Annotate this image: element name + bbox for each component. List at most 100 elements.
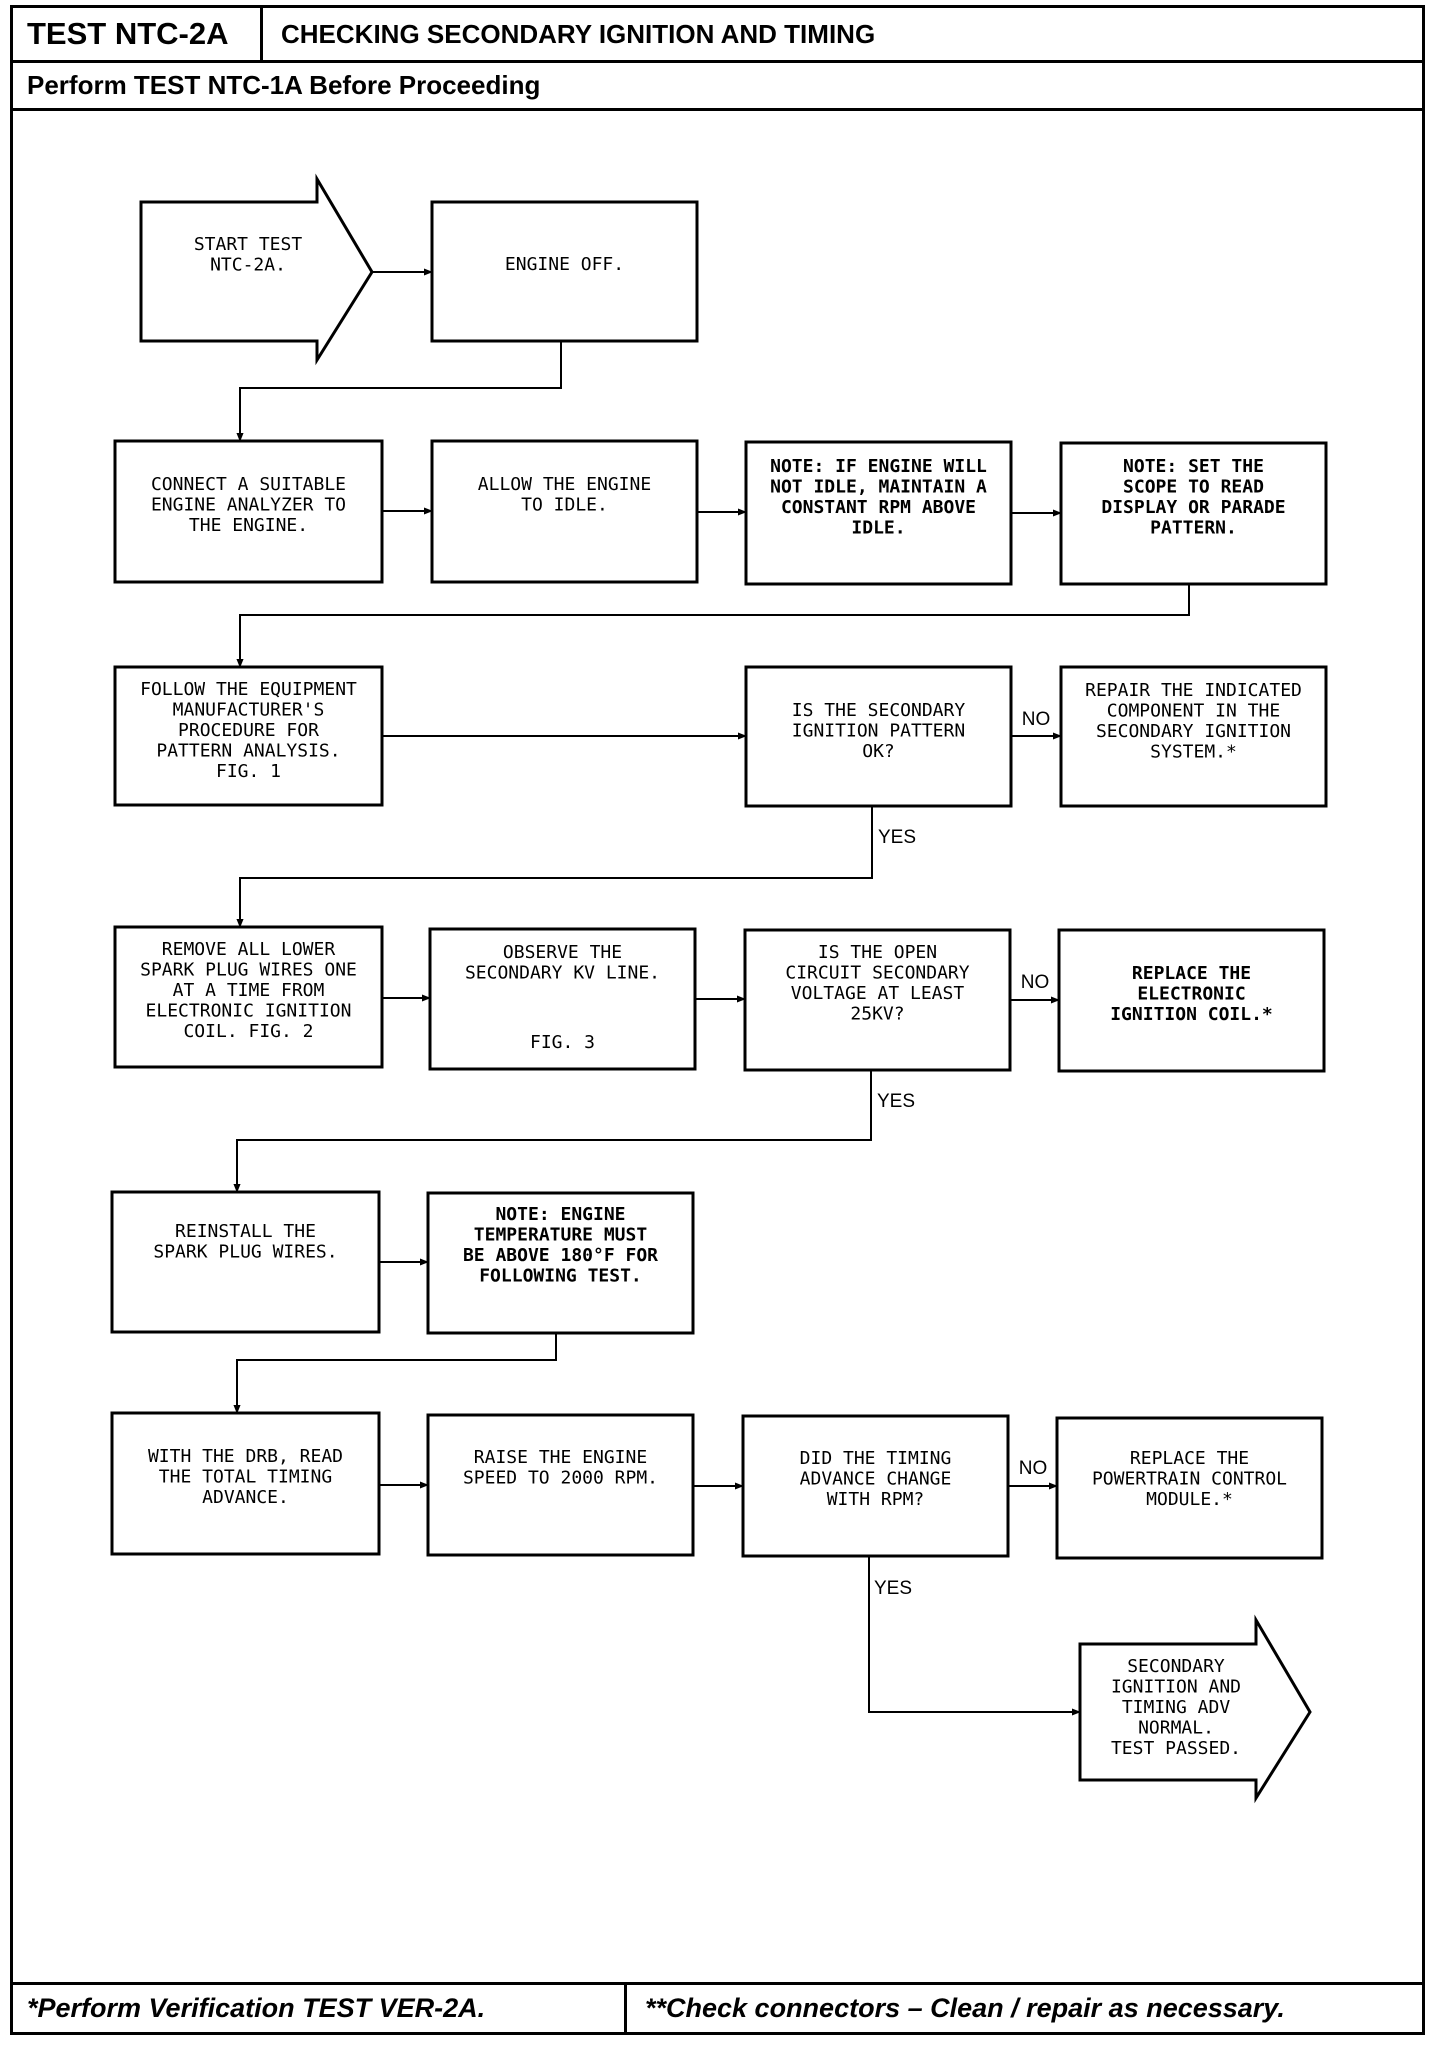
end-arrow-shape (1078, 1614, 1312, 1804)
connect-analyzer-box-text: THE ENGINE. (189, 515, 308, 536)
question-voltage-box-text: VOLTAGE AT LEAST (791, 983, 965, 1004)
note-temp-box-text: BE ABOVE 180°F FOR (463, 1245, 658, 1266)
end-arrow-shape-text: NORMAL. (1138, 1718, 1214, 1739)
note-idle-box-text: NOTE: IF ENGINE WILL (770, 456, 987, 477)
connect-analyzer-box (113, 439, 384, 584)
footnote-verification: *Perform Verification TEST VER-2A. (13, 1985, 627, 2032)
page-title: CHECKING SECONDARY IGNITION AND TIMING (281, 19, 876, 49)
connect-analyzer-box-text: ENGINE ANALYZER TO (151, 495, 346, 516)
engine-off-box-text: ENGINE OFF. (505, 254, 624, 275)
remove-wires-box-text: AT A TIME FROM (173, 980, 325, 1001)
question-voltage-box (743, 928, 1012, 1072)
connector-pattern-q-yes (236, 806, 873, 928)
repair-component-box-text: REPAIR THE INDICATED (1085, 680, 1302, 701)
replace-coil-box (1057, 928, 1326, 1073)
label-yes-voltage: YES (877, 1091, 915, 1112)
connector-voltage-q-yes (233, 1070, 872, 1193)
question-voltage-box-text: CIRCUIT SECONDARY (785, 963, 969, 984)
allow-idle-box-text: ALLOW THE ENGINE (478, 474, 651, 495)
label-no-pattern: NO (1022, 709, 1051, 730)
question-timing-change-box-text: WITH RPM? (827, 1489, 925, 1510)
prerequisite-note: Perform TEST NTC-1A Before Proceeding (13, 63, 1422, 111)
observe-kv-box (428, 927, 697, 1071)
end-arrow-shape-text: TIMING ADV (1122, 1697, 1231, 1718)
reinstall-wires-box-text: REINSTALL THE (175, 1221, 316, 1242)
repair-component-box-text: SECONDARY IGNITION (1096, 721, 1291, 742)
follow-procedure-box-text: PATTERN ANALYSIS. (156, 741, 340, 762)
repair-component-box (1059, 665, 1328, 808)
replace-pcm-box-text: MODULE.* (1146, 1489, 1233, 1510)
observe-kv-fig-text: FIG. 3 (530, 1032, 595, 1053)
note-temp-box (426, 1191, 695, 1335)
connector-lines (233, 268, 1190, 1716)
observe-kv-box-text: OBSERVE THE (503, 942, 622, 963)
follow-procedure-box (113, 665, 384, 807)
note-scope-box-text: NOTE: SET THE (1123, 456, 1264, 477)
replace-pcm-box-text: POWERTRAIN CONTROL (1092, 1469, 1287, 1490)
question-timing-change-box-text: DID THE TIMING (800, 1448, 952, 1469)
connect-analyzer-box-text: CONNECT A SUITABLE (151, 474, 346, 495)
allow-idle-box-text: TO IDLE. (521, 495, 608, 516)
note-temp-box-text: FOLLOWING TEST. (479, 1266, 642, 1287)
note-temp-box-text: TEMPERATURE MUST (474, 1225, 648, 1246)
note-idle-box-text: IDLE. (851, 518, 905, 539)
raise-speed-box-text: RAISE THE ENGINE (474, 1447, 647, 1468)
label-yes-pattern: YES (878, 827, 916, 848)
header-bar: TEST NTC-2A CHECKING SECONDARY IGNITION … (13, 8, 1422, 63)
note-scope-box (1059, 441, 1328, 586)
end-arrow-shape-text: TEST PASSED. (1111, 1738, 1241, 1759)
connector-timing-q-yes (868, 1556, 1081, 1716)
repair-component-box-text: SYSTEM.* (1150, 742, 1237, 763)
remove-wires-box-text: COIL. FIG. 2 (183, 1021, 313, 1042)
page-frame: TEST NTC-2A CHECKING SECONDARY IGNITION … (10, 5, 1425, 2035)
question-timing-change-box (741, 1414, 1010, 1558)
connector-note-temp-to-read (233, 1333, 557, 1414)
reinstall-wires-box-text: SPARK PLUG WIRES. (153, 1242, 337, 1263)
allow-idle-box (430, 439, 699, 584)
remove-wires-box (113, 925, 384, 1069)
replace-pcm-box-text: REPLACE THE (1130, 1448, 1249, 1469)
read-timing-box-text: ADVANCE. (202, 1487, 289, 1508)
remove-wires-box-text: ELECTRONIC IGNITION (146, 1001, 352, 1022)
note-scope-box-text: PATTERN. (1150, 518, 1237, 539)
replace-pcm-box (1055, 1416, 1324, 1560)
footnote-connectors: **Check connectors – Clean / repair as n… (645, 1993, 1285, 2023)
follow-procedure-box-text: MANUFACTURER'S (173, 700, 325, 721)
question-voltage-box-text: 25KV? (850, 1004, 904, 1025)
follow-procedure-box-text: FIG. 1 (216, 761, 281, 782)
question-timing-change-box-text: ADVANCE CHANGE (800, 1469, 952, 1490)
question-pattern-ok-box-text: OK? (862, 741, 895, 762)
test-id: TEST NTC-2A (13, 8, 263, 60)
start-arrow-shape-text: START TEST (194, 234, 303, 255)
engine-off-box (430, 200, 699, 343)
start-arrow-shape-text: NTC-2A. (210, 255, 286, 276)
read-timing-box-text: THE TOTAL TIMING (159, 1467, 332, 1488)
label-no-voltage: NO (1021, 972, 1050, 993)
raise-speed-box-text: SPEED TO 2000 RPM. (463, 1468, 658, 1489)
observe-kv-box-text: SECONDARY KV LINE. (465, 963, 660, 984)
read-timing-box-text: WITH THE DRB, READ (148, 1446, 343, 1467)
replace-coil-box-text: ELECTRONIC (1137, 984, 1245, 1005)
remove-wires-box-text: REMOVE ALL LOWER (162, 939, 336, 960)
end-arrow-shape-text: IGNITION AND (1111, 1677, 1241, 1698)
question-voltage-box-text: IS THE OPEN (818, 942, 937, 963)
replace-coil-box-text: IGNITION COIL.* (1110, 1004, 1273, 1025)
connector-note-scope-to-follow (236, 584, 1190, 668)
note-idle-box (744, 440, 1013, 586)
note-temp-box-text: NOTE: ENGINE (495, 1204, 625, 1225)
note-idle-box-text: NOT IDLE, MAINTAIN A (770, 477, 987, 498)
footer-bar: *Perform Verification TEST VER-2A. **Che… (13, 1982, 1422, 2032)
end-arrow-shape-text: SECONDARY (1127, 1656, 1225, 1677)
follow-procedure-box-text: PROCEDURE FOR (178, 720, 319, 741)
question-pattern-ok-box-text: IGNITION PATTERN (792, 721, 965, 742)
label-no-timing: NO (1019, 1458, 1048, 1479)
replace-coil-box-text: REPLACE THE (1132, 963, 1251, 984)
repair-component-box-text: COMPONENT IN THE (1107, 701, 1280, 722)
note-scope-box-text: DISPLAY OR PARADE (1101, 497, 1285, 518)
question-pattern-ok-box-text: IS THE SECONDARY (792, 700, 966, 721)
connector-engine-off-to-connect (236, 341, 562, 442)
start-arrow-shape (139, 173, 374, 366)
